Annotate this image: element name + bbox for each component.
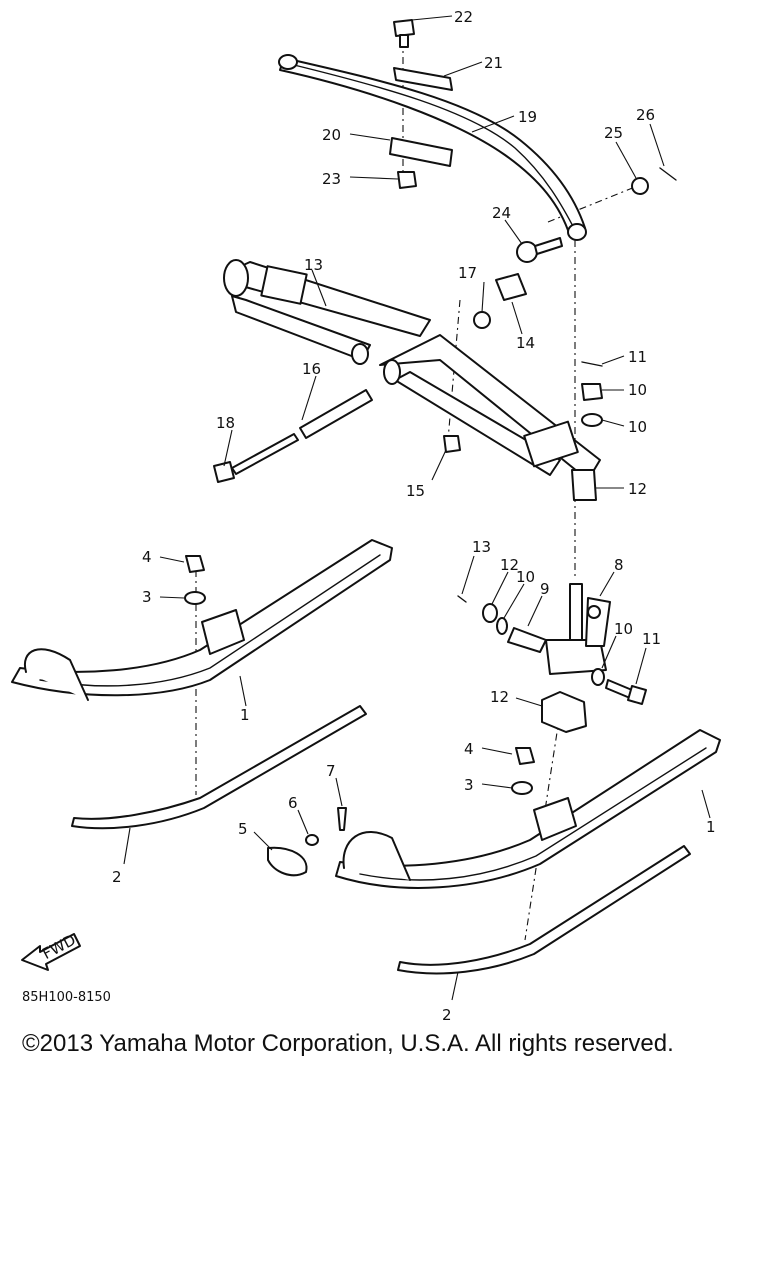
ski-right	[335, 729, 721, 889]
copyright-notice: ©2013 Yamaha Motor Corporation, U.S.A. A…	[22, 1030, 674, 1057]
fwd-direction-arrow: FWD	[21, 931, 81, 971]
callout-1-right: 1	[706, 818, 716, 836]
callout-28: 22	[454, 8, 473, 26]
nut-29	[397, 171, 417, 189]
bolt-11	[605, 679, 647, 705]
callout-17: 11	[628, 348, 647, 366]
callout-labels: 22 21 19 20 23 24 25 26 13 17 14 11 10 1…	[112, 8, 716, 1024]
callout-20: 14	[516, 334, 535, 352]
callout-16: 10	[628, 381, 647, 399]
runner-2-right	[397, 845, 691, 975]
callout-2-left: 2	[112, 868, 122, 886]
leaf-spring	[278, 54, 587, 241]
callout-1-left: 1	[240, 706, 250, 724]
callout-27: 21	[484, 54, 503, 72]
callout-6: 6	[288, 794, 298, 812]
collar-22	[299, 389, 373, 439]
callout-14: 12	[490, 688, 509, 706]
callout-15: 10	[628, 418, 647, 436]
spindle-8	[545, 583, 611, 675]
bolt-23	[213, 433, 299, 483]
callout-11: 11	[642, 630, 661, 648]
callout-21: 15	[406, 482, 425, 500]
nut-4-left	[185, 555, 205, 573]
nut-6	[305, 834, 319, 846]
callout-25: 19	[518, 108, 537, 126]
spring-plate-27	[393, 67, 453, 91]
callout-23: 18	[216, 414, 235, 432]
cotter-pin-32	[659, 167, 677, 181]
callout-13: 13	[472, 538, 491, 556]
a-arm-18	[379, 334, 601, 501]
runner-2-left	[71, 705, 367, 830]
washer-10b	[591, 668, 605, 686]
nut-31	[631, 177, 649, 195]
callout-29: 23	[322, 170, 341, 188]
callout-9: 9	[540, 580, 550, 598]
spring-seat-26	[389, 137, 453, 167]
callout-30: 24	[492, 204, 511, 222]
callout-8: 8	[614, 556, 624, 574]
callout-32: 26	[636, 106, 655, 124]
ski-left	[11, 539, 393, 701]
callout-12: 12	[500, 556, 519, 574]
callout-18: 12	[628, 480, 647, 498]
callout-31: 25	[604, 124, 623, 142]
cotter-pin-17	[581, 361, 603, 367]
nut-24	[473, 311, 491, 329]
callout-3-right: 3	[464, 776, 474, 794]
callout-4-right: 4	[464, 740, 474, 758]
washer-15	[581, 413, 603, 427]
nut-4-right	[515, 747, 535, 765]
nut-21	[443, 435, 461, 453]
parts-exploded-diagram: FWD 22 21 19 20 23 24 25 26 13 17 14 11 …	[11, 8, 721, 1024]
bumper-14	[541, 691, 587, 733]
bumper-5	[267, 846, 308, 877]
callout-24: 17	[458, 264, 477, 282]
washer-3-left	[184, 591, 206, 605]
drawing-code: 85H100-8150	[22, 990, 111, 1005]
callout-4-left: 4	[142, 548, 152, 566]
bumper-20	[495, 273, 527, 301]
callout-10-upper: 10	[516, 568, 535, 586]
callout-5: 5	[238, 820, 248, 838]
callout-7: 7	[326, 762, 336, 780]
a-arm-19	[223, 259, 431, 365]
callout-19: 13	[304, 256, 323, 274]
bolt-30	[516, 237, 563, 263]
spring-bolt-28	[393, 19, 415, 48]
collar-9	[507, 627, 547, 653]
callout-26: 20	[322, 126, 341, 144]
callout-22: 16	[302, 360, 321, 378]
nut-16	[581, 383, 603, 401]
bolt-7	[337, 807, 347, 831]
callout-10-lower: 10	[614, 620, 633, 638]
cotter-pin-13	[457, 595, 467, 603]
callout-3-left: 3	[142, 588, 152, 606]
callout-2-right: 2	[442, 1006, 452, 1024]
washer-10a	[496, 617, 508, 635]
nut-12	[482, 603, 498, 623]
washer-3-right	[511, 781, 533, 795]
